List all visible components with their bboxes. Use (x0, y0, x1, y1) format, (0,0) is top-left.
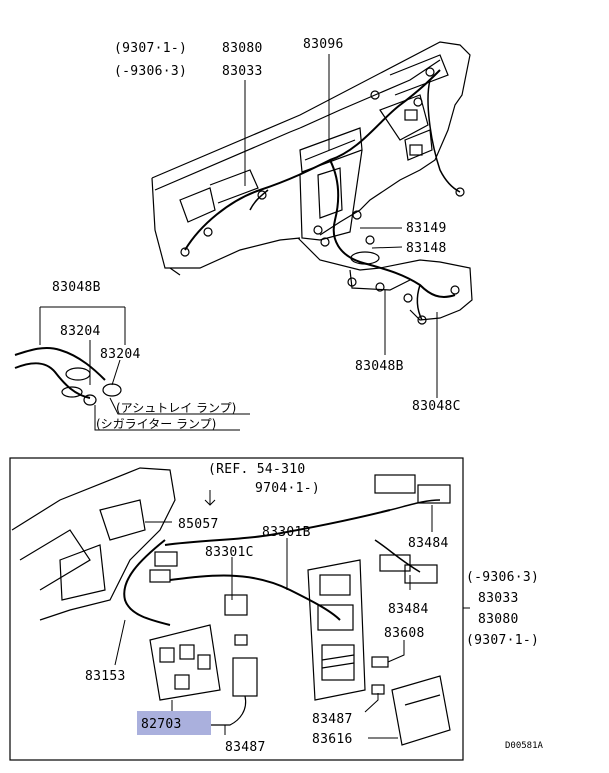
label-right-date-range-b: (-9306·3) (466, 570, 539, 585)
label-ref-line2: 9704·1-) (255, 481, 320, 496)
label-83048b: 83048B (52, 280, 101, 295)
label-83301b: 83301B (262, 525, 311, 540)
label-83048b-right: 83048B (355, 359, 404, 374)
label-83616: 83616 (312, 732, 353, 747)
highlight-82703 (137, 711, 211, 735)
label-83204-a: 83204 (60, 324, 101, 339)
label-83301c: 83301C (205, 545, 254, 560)
inset-frame (9, 457, 464, 761)
label-83608: 83608 (384, 626, 425, 641)
label-date-range-b: (-9306·3) (114, 64, 187, 79)
dashboard-illustration (151, 41, 473, 325)
top-leader-lines (244, 54, 438, 398)
label-83048c: 83048C (412, 399, 461, 414)
label-83149: 83149 (406, 221, 447, 236)
label-right-date-range-a: (9307·1-) (466, 633, 539, 648)
diagram-code: D00581A (505, 741, 544, 751)
label-right-83033: 83033 (478, 591, 519, 606)
label-83484-b: 83484 (388, 602, 429, 617)
label-83153: 83153 (85, 669, 126, 684)
left-leader-lines (39, 306, 250, 431)
label-83487-b: 83487 (225, 740, 266, 755)
label-right-83080: 83080 (478, 612, 519, 627)
inset-leader-lines (114, 490, 465, 739)
label-83148: 83148 (406, 241, 447, 256)
inset-illustration (11, 467, 451, 746)
label-cigarette-lighter-lamp: (シガライター ランプ) (96, 417, 216, 431)
label-83096: 83096 (303, 37, 344, 52)
label-ashtray-lamp: (アシュトレイ ランプ) (116, 401, 236, 415)
label-85057: 85057 (178, 517, 219, 532)
label-83033: 83033 (222, 64, 263, 79)
label-date-range-a: (9307·1-) (114, 41, 187, 56)
label-82703: 82703 (141, 717, 182, 732)
label-83484-a: 83484 (408, 536, 449, 551)
label-83080: 83080 (222, 41, 263, 56)
label-83487-a: 83487 (312, 712, 353, 727)
label-ref-line1: (REF. 54-310 (208, 462, 306, 477)
lamp-harness-illustration (14, 346, 122, 406)
label-83204-b: 83204 (100, 347, 141, 362)
